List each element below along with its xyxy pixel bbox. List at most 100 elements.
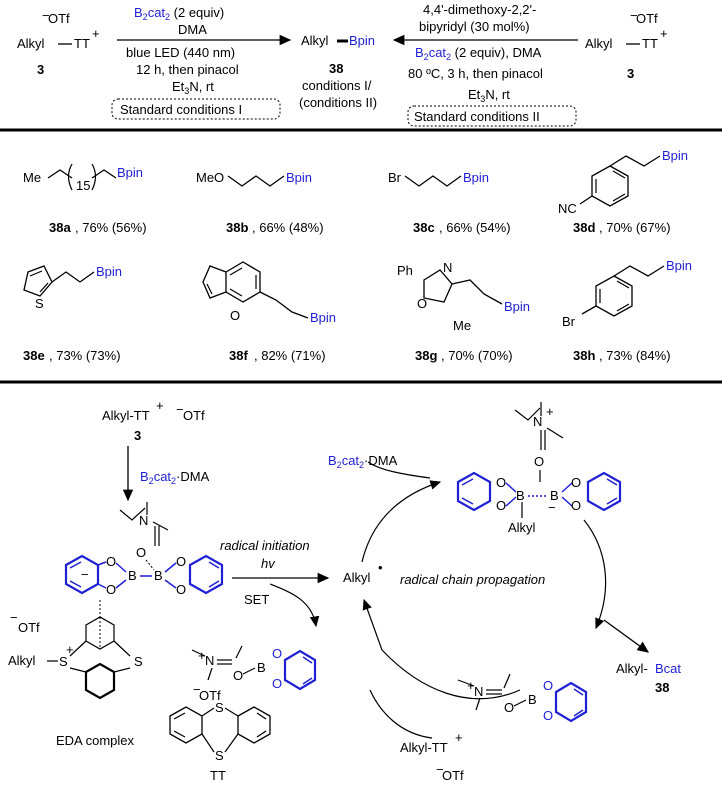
- scope-38b: MeO Bpin 38b , 66% (48%): [196, 170, 324, 235]
- ate-plus: +: [546, 404, 554, 419]
- ate-o4: O: [571, 498, 581, 513]
- dma-o: O: [136, 545, 146, 560]
- substituent: NC: [558, 201, 577, 216]
- bp-otf: OTf: [199, 688, 221, 703]
- regen-minus: −: [436, 762, 444, 777]
- scope-38a: Me 15 Bpin 38a , 76% (56%): [23, 163, 147, 235]
- compound-yield: , 70% (67%): [599, 220, 671, 235]
- bp-plus: +: [198, 648, 206, 663]
- bp-o: O: [233, 668, 243, 683]
- boron-cation: + N O B O O: [457, 673, 588, 723]
- hetero-atom: O: [230, 308, 240, 323]
- eda-alkyl: Alkyl: [8, 653, 36, 668]
- tt-s1: S: [215, 700, 224, 715]
- ate-minus: −: [548, 500, 556, 515]
- scope-38g: Ph N O Me Bpin 38g , 70% (70%): [397, 260, 530, 363]
- ate-n: N: [533, 414, 542, 429]
- b-o2: O: [106, 582, 116, 597]
- mech-reagent: B2cat2·DMA: [140, 469, 210, 486]
- scope-38e: S Bpin 38e , 73% (73%): [23, 264, 122, 363]
- compound-yield: , 66% (54%): [439, 220, 511, 235]
- conditions-ii: 4,4'-dimethoxy-2,2'- bipyridyl (30 mol%)…: [392, 2, 578, 127]
- cond1-reagent: B2cat2 (2 equiv): [134, 5, 224, 22]
- cond1-solvent: DMA: [178, 22, 207, 37]
- propagation-label: radical chain propagation: [400, 572, 545, 587]
- eda-s-plus: +: [66, 642, 74, 657]
- bpin-label: Bpin: [666, 258, 692, 273]
- product-number: 38: [329, 61, 343, 76]
- tt-label: TT: [210, 768, 226, 783]
- product-alkyl: Alkyl: [301, 33, 329, 48]
- compound-yield: , 66% (48%): [252, 220, 324, 235]
- ate-o1: O: [496, 475, 506, 490]
- tt-s2: S: [215, 748, 224, 763]
- bp-n: N: [205, 653, 214, 668]
- bc-o1: O: [543, 678, 553, 693]
- bc-plus: +: [467, 678, 475, 693]
- bp-b: B: [257, 660, 266, 675]
- bpin-label: Bpin: [117, 165, 143, 180]
- compound-yield: , 73% (84%): [599, 348, 671, 363]
- compound-id: 38e: [23, 348, 45, 363]
- bc-b: B: [528, 692, 537, 707]
- start-plus: +: [156, 398, 164, 413]
- cond2-name: Standard conditions II: [414, 109, 540, 124]
- bpin-label: Bpin: [504, 299, 530, 314]
- product-cond-line2: (conditions II): [299, 95, 377, 110]
- bpin-label: Bpin: [463, 170, 489, 185]
- left-tt: TT: [74, 36, 90, 51]
- compound-id: 38f: [229, 348, 248, 363]
- b-o1: O: [106, 554, 116, 569]
- bpin-label: Bpin: [662, 148, 688, 163]
- substituent: Br: [388, 170, 402, 185]
- start-label: Alkyl-TT: [102, 408, 150, 423]
- initiation-label: radical initiation: [220, 538, 310, 553]
- bp-o1: O: [272, 646, 282, 661]
- ate-b2: B: [550, 488, 559, 503]
- compound-yield: , 70% (70%): [441, 348, 513, 363]
- mech-product-bcat: Bcat: [655, 661, 681, 676]
- cond2-base: Et3N, rt: [468, 87, 510, 104]
- right-otf: OTf: [636, 11, 658, 26]
- ate-o3: O: [571, 475, 581, 490]
- compound-id: 38d: [573, 220, 595, 235]
- product-bpin: Bpin: [349, 33, 375, 48]
- cond2-reagent: B2cat2 (2 equiv), DMA: [415, 45, 542, 62]
- right-alkyl: Alkyl: [585, 36, 613, 51]
- scope-38f: O Bpin 38f , 82% (71%): [202, 261, 336, 363]
- ate-complex: N + O O O B B O O − Alkyl: [456, 402, 622, 535]
- eda-s1: S: [59, 654, 68, 669]
- mech-product-number: 38: [655, 680, 669, 695]
- left-otf: OTf: [48, 11, 70, 26]
- bc-n: N: [474, 684, 483, 699]
- ate-alkyl: Alkyl: [508, 520, 536, 535]
- mech-product-alkyl: Alkyl-: [616, 661, 648, 676]
- cond2-ligand1: 4,4'-dimethoxy-2,2'-: [423, 2, 536, 17]
- b-o3: O: [176, 554, 186, 569]
- product-cond-line1: conditions I/: [302, 78, 372, 93]
- substituent: Br: [562, 314, 576, 329]
- ate-o2: O: [496, 498, 506, 513]
- bpin-label: Bpin: [286, 170, 312, 185]
- cat-minus: −: [81, 567, 89, 582]
- right-number: 3: [627, 66, 634, 81]
- bpin-label: Bpin: [310, 310, 336, 325]
- set-label: SET: [244, 592, 269, 607]
- thianthrene: S S TT: [169, 700, 271, 783]
- eda-otf-minus: −: [10, 610, 18, 625]
- n-atom: N: [443, 260, 452, 275]
- compound-id: 38a: [49, 220, 71, 235]
- hv-label: hv: [261, 556, 276, 571]
- regen-plus: +: [455, 730, 463, 745]
- ate-b1: B: [516, 488, 525, 503]
- ate-o: O: [534, 454, 544, 469]
- alkyl-radical: Alkyl: [343, 570, 371, 585]
- eda-label: EDA complex: [56, 733, 135, 748]
- compound-id: 38g: [415, 348, 437, 363]
- left-plus: +: [92, 26, 100, 41]
- chain-subscript: 15: [76, 178, 90, 193]
- right-tt: TT: [642, 36, 658, 51]
- boron-byproduct: + N O B O O − OTf: [191, 645, 317, 703]
- mech-start: Alkyl-TT + − OTf 3: [102, 398, 205, 443]
